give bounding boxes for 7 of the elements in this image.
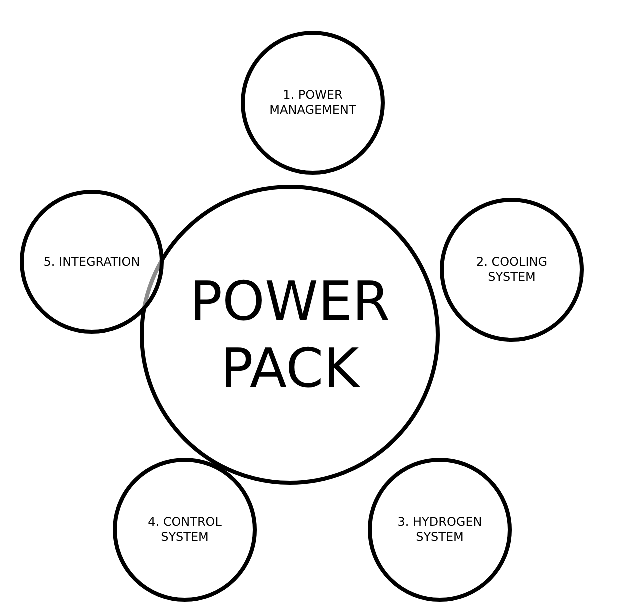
central-circle [140,185,440,485]
topic-label: 3. HYDROGEN SYSTEM [396,515,484,545]
topic-label: 4. CONTROL SYSTEM [147,515,223,545]
topic-label: 5. INTEGRATION [42,254,142,270]
center-title: POWER PACK [188,268,392,402]
topic-label: 2. COOLING SYSTEM [475,255,549,285]
topic-label: 1. POWER MANAGEMENT [268,88,358,118]
